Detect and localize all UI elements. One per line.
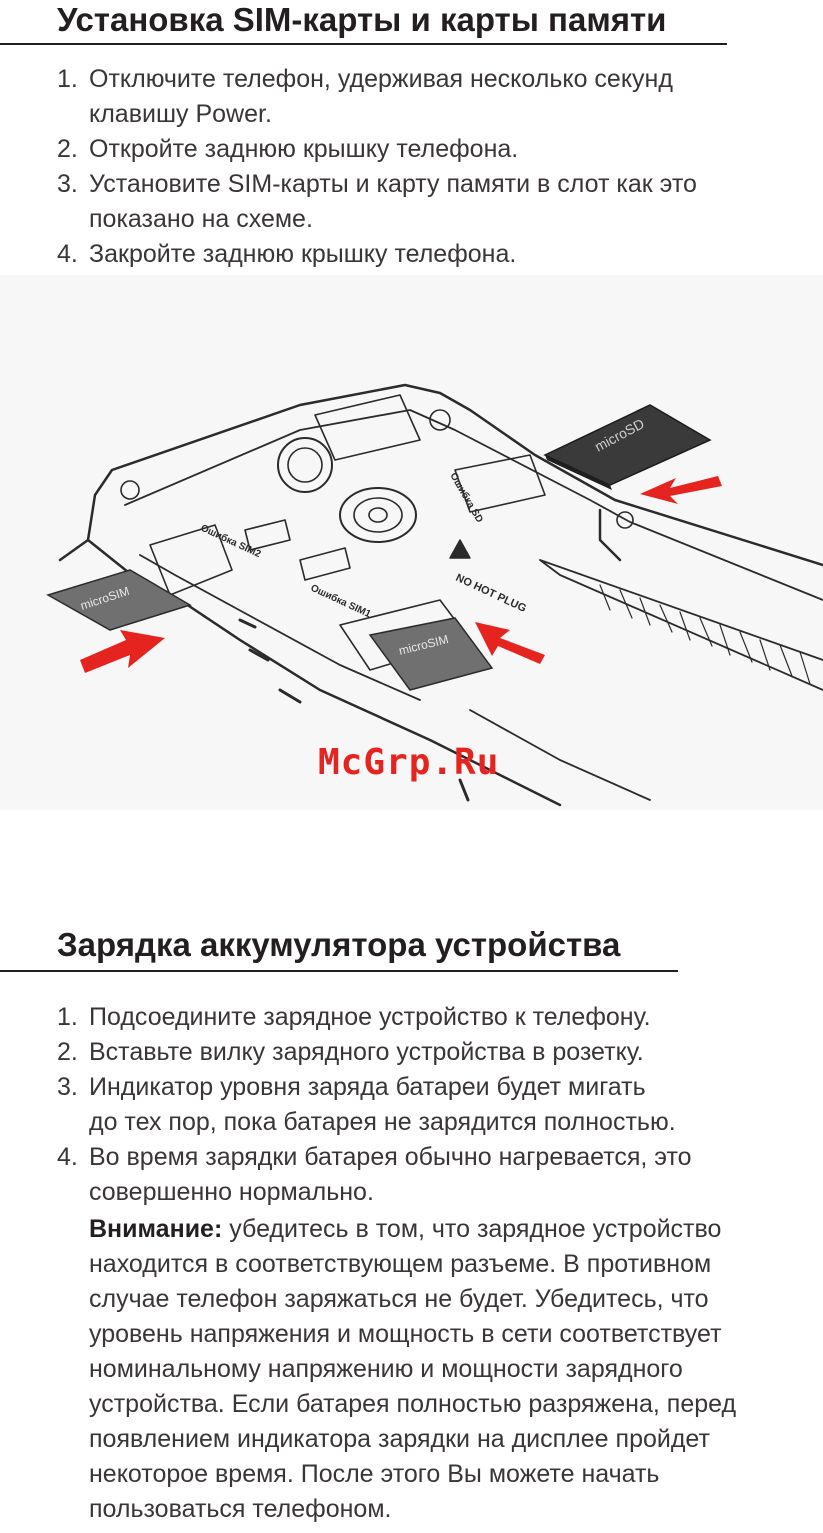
- step-text: клавишу Power.: [89, 100, 272, 128]
- sim-install-steps: 1. Отключите телефон, удерживая нескольк…: [57, 62, 697, 272]
- step-text: Индикатор уровня заряда батареи будет ми…: [89, 1073, 646, 1101]
- step-text: Вставьте вилку зарядного устройства в ро…: [89, 1038, 644, 1066]
- speaker-ring-mid: [353, 497, 403, 533]
- sd-slot: [454, 454, 546, 513]
- step-number: 3.: [57, 170, 78, 198]
- no-hot-plug-label: NO HOT PLUG: [454, 572, 528, 615]
- warning-text: убедитесь в том, что зарядное устройство: [229, 1215, 722, 1243]
- step-text: показано на схеме.: [89, 205, 313, 233]
- heading-underline: [0, 970, 678, 972]
- top-bracket: [314, 394, 421, 461]
- phone-body-outline: [58, 383, 823, 807]
- step-4: 4. Закройте заднюю крышку телефона.: [57, 237, 697, 272]
- speaker-ring-outer: [339, 487, 417, 543]
- warning-text: некоторое время. После этого Вы можете н…: [89, 1460, 660, 1488]
- warning-note: Внимание: убедитесь в том, что зарядное …: [89, 1212, 736, 1527]
- step-text: совершенно нормально.: [89, 1178, 374, 1206]
- warning-text: уровень напряжения и мощность в сети соо…: [89, 1320, 722, 1348]
- warning-text: находится в соответствующем разъеме. В п…: [89, 1250, 712, 1278]
- slot-label: Ошибка SIM1: [309, 582, 373, 621]
- charging-steps: 1. Подсоедините зарядное устройство к те…: [57, 1000, 736, 1527]
- step-1: 1. Отключите телефон, удерживая нескольк…: [57, 62, 697, 132]
- step-text: Установите SIM-карты и карту памяти в сл…: [89, 170, 697, 198]
- step-number: 1.: [57, 1003, 78, 1031]
- slot-label: Ошибка SD: [447, 471, 485, 525]
- warning-text: случае телефон заряжаться не будет. Убед…: [89, 1285, 709, 1313]
- watermark-text: McGrp.Ru: [318, 742, 500, 783]
- step-text: Откройте заднюю крышку телефона.: [89, 135, 519, 163]
- sim-slot-lower: [299, 547, 351, 581]
- frame-rail: [539, 559, 823, 691]
- sim-slot-left: [149, 524, 233, 596]
- step-2: 2. Откройте заднюю крышку телефона.: [57, 132, 697, 167]
- step-3: 3. Установите SIM-карты и карту памяти в…: [57, 167, 697, 237]
- warning-text: появлением индикатора зарядки на дисплее…: [89, 1425, 710, 1453]
- sim-slot-mid: [244, 519, 291, 551]
- step-number: 2.: [57, 1038, 78, 1066]
- step-2: 2. Вставьте вилку зарядного устройства в…: [57, 1035, 736, 1070]
- section-heading-sim-install: Установка SIM-карты и карты памяти: [57, 1, 667, 38]
- warning-label: Внимание:: [89, 1215, 223, 1243]
- sim-installation-diagram: microSD microSIM microSIM NO HOT PLUG Ош…: [46, 383, 823, 807]
- step-text: Во время зарядки батарея обычно нагревае…: [89, 1143, 692, 1171]
- step-number: 3.: [57, 1073, 78, 1101]
- screw-left: [120, 480, 140, 500]
- step-text: до тех пор, пока батарея не зарядится по…: [89, 1108, 676, 1136]
- warning-text: пользоваться телефоном.: [89, 1495, 392, 1523]
- heading-underline: [0, 43, 727, 45]
- step-number: 4.: [57, 240, 78, 268]
- insert-arrow-icon: [640, 476, 722, 504]
- step-number: 4.: [57, 1143, 78, 1171]
- step-text: Отключите телефон, удерживая несколько с…: [89, 65, 673, 93]
- insert-arrow-icon: [475, 622, 545, 664]
- rail-hatches: [599, 584, 811, 685]
- insert-arrow-icon: [80, 630, 165, 673]
- camera-ring-outer: [277, 437, 333, 493]
- step-text: Закройте заднюю крышку телефона.: [89, 240, 517, 268]
- micro-sd-card: microSD: [543, 404, 712, 490]
- step-3: 3. Индикатор уровня заряда батареи будет…: [57, 1070, 736, 1140]
- step-4: 4. Во время зарядки батарея обычно нагре…: [57, 1140, 736, 1527]
- camera-ring-inner: [287, 447, 323, 483]
- step-text: Подсоедините зарядное устройство к телеф…: [89, 1003, 651, 1031]
- warning-text: номинальному напряжению и мощности заряд…: [89, 1355, 683, 1383]
- section-heading-battery-charging: Зарядка аккумулятора устройства: [57, 926, 621, 963]
- warning-triangle-icon: [449, 539, 471, 559]
- speaker-ring-inner: [368, 507, 388, 523]
- diagram-background: [0, 275, 823, 810]
- screw-right: [616, 511, 634, 529]
- step-number: 1.: [57, 65, 78, 93]
- micro-sim-card-bottom: microSIM: [368, 617, 494, 691]
- warning-text: устройства. Если батарея полностью разря…: [89, 1390, 737, 1418]
- micro-sim-card-left: microSIM: [46, 569, 192, 631]
- step-1: 1. Подсоедините зарядное устройство к те…: [57, 1000, 736, 1035]
- step-number: 2.: [57, 135, 78, 163]
- screw-top: [429, 409, 451, 431]
- side-button: [238, 618, 470, 802]
